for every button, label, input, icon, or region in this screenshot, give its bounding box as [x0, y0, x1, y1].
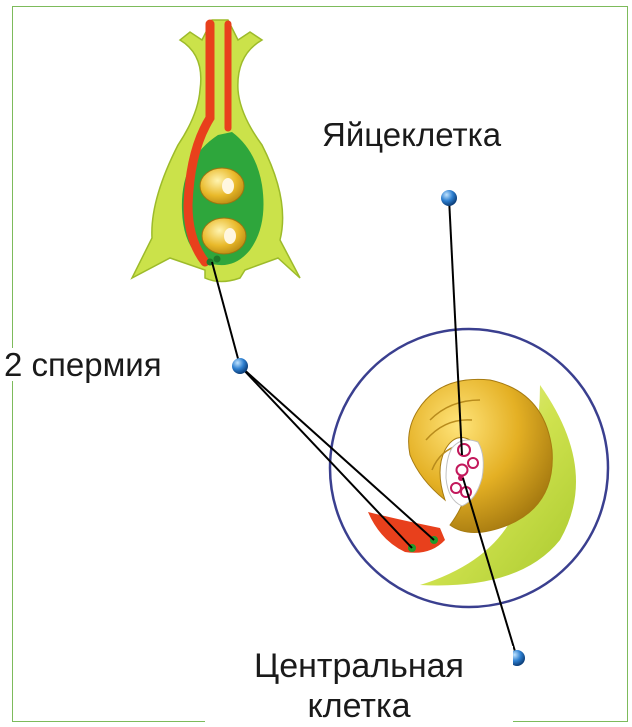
sperm-cell-top-2 — [213, 255, 221, 263]
egg-cell — [457, 443, 471, 457]
pointer-sperm-bottom-1 — [239, 365, 413, 549]
ovule — [328, 327, 610, 609]
synergid-1 — [467, 457, 479, 469]
pointer-dot-central — [509, 650, 525, 666]
label-central-line1: Центральная — [254, 647, 464, 685]
label-central-line2: клетка — [307, 687, 411, 725]
pointer-lines — [211, 197, 518, 659]
pointer-sperm-top — [211, 261, 241, 367]
synergid-2 — [455, 463, 469, 477]
label-sperm: 2 спермия — [4, 346, 164, 383]
label-central-cell: Центральная клетка — [205, 646, 513, 726]
label-egg-cell: Яйцеклетка — [322, 116, 502, 153]
antipodal-1 — [450, 482, 462, 494]
generative-nucleolus — [224, 228, 236, 244]
pollen-grain — [130, 19, 301, 283]
pointer-dot-egg — [441, 190, 457, 206]
pointer-sperm-bottom-2 — [239, 365, 435, 541]
vegetative-nucleolus — [222, 178, 234, 194]
pollen-tube-left — [183, 19, 215, 267]
pointer-egg — [448, 197, 463, 456]
pointer-central — [462, 477, 518, 659]
pointer-dot-sperm — [232, 358, 248, 374]
